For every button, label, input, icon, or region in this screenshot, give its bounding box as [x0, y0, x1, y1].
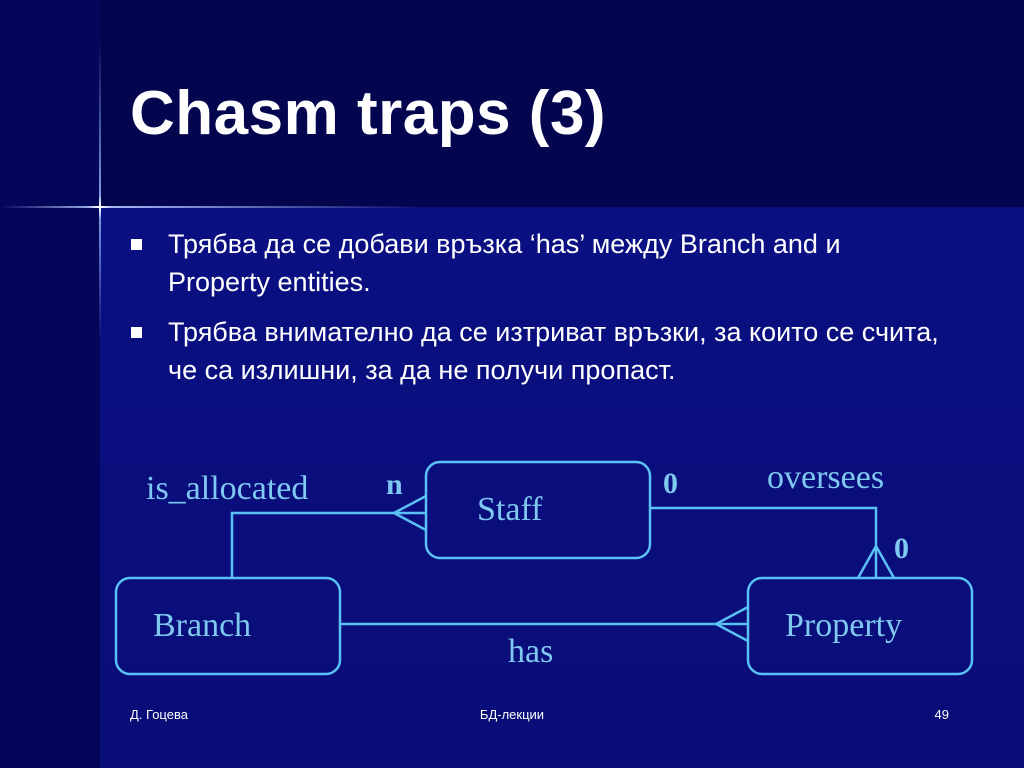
cardinality-property-0: 0: [894, 532, 909, 565]
footer-course: БД-лекции: [479, 707, 545, 722]
branch-entity-label: Branch: [153, 607, 251, 644]
bullet-square-icon: [131, 327, 142, 338]
slide-title: Chasm traps (3): [130, 79, 607, 148]
branch-entity-box: [114, 576, 342, 676]
sparkle-icon: [88, 195, 112, 219]
property-entity-box: [746, 576, 974, 676]
oversees-line: [650, 506, 878, 578]
vertical-glow-line: [99, 40, 101, 340]
is-allocated-line: [230, 511, 426, 578]
staff-entity-label: Staff: [477, 491, 543, 528]
cardinality-n: n: [386, 468, 403, 501]
crows-foot-staff: [391, 494, 427, 532]
footer-author: Д. Гоцева: [130, 707, 188, 722]
is-allocated-label: is_allocated: [146, 470, 308, 507]
title-band: [0, 0, 1024, 207]
bullet-item: Трябва да се добави връзка ‘has’ между B…: [128, 225, 948, 301]
crows-foot-property-left: [713, 605, 749, 643]
property-entity-label: Property: [785, 607, 902, 644]
bullet-square-icon: [131, 239, 142, 250]
bullet-list: Трябва да се добави връзка ‘has’ между B…: [128, 225, 948, 401]
horizontal-glow-line: [0, 206, 420, 208]
has-label: has: [508, 633, 553, 670]
bullet-item: Трябва внимателно да се изтриват връзки,…: [128, 313, 948, 389]
oversees-label: oversees: [767, 459, 884, 496]
crows-foot-property-top: [856, 543, 896, 579]
footer-page-number: 49: [934, 707, 949, 722]
cardinality-staff-0: 0: [663, 467, 678, 500]
staff-entity-box: [424, 460, 652, 560]
bullet-text: Трябва внимателно да се изтриват връзки,…: [168, 317, 939, 385]
bullet-text: Трябва да се добави връзка ‘has’ между B…: [168, 229, 841, 297]
left-band: [0, 0, 100, 768]
